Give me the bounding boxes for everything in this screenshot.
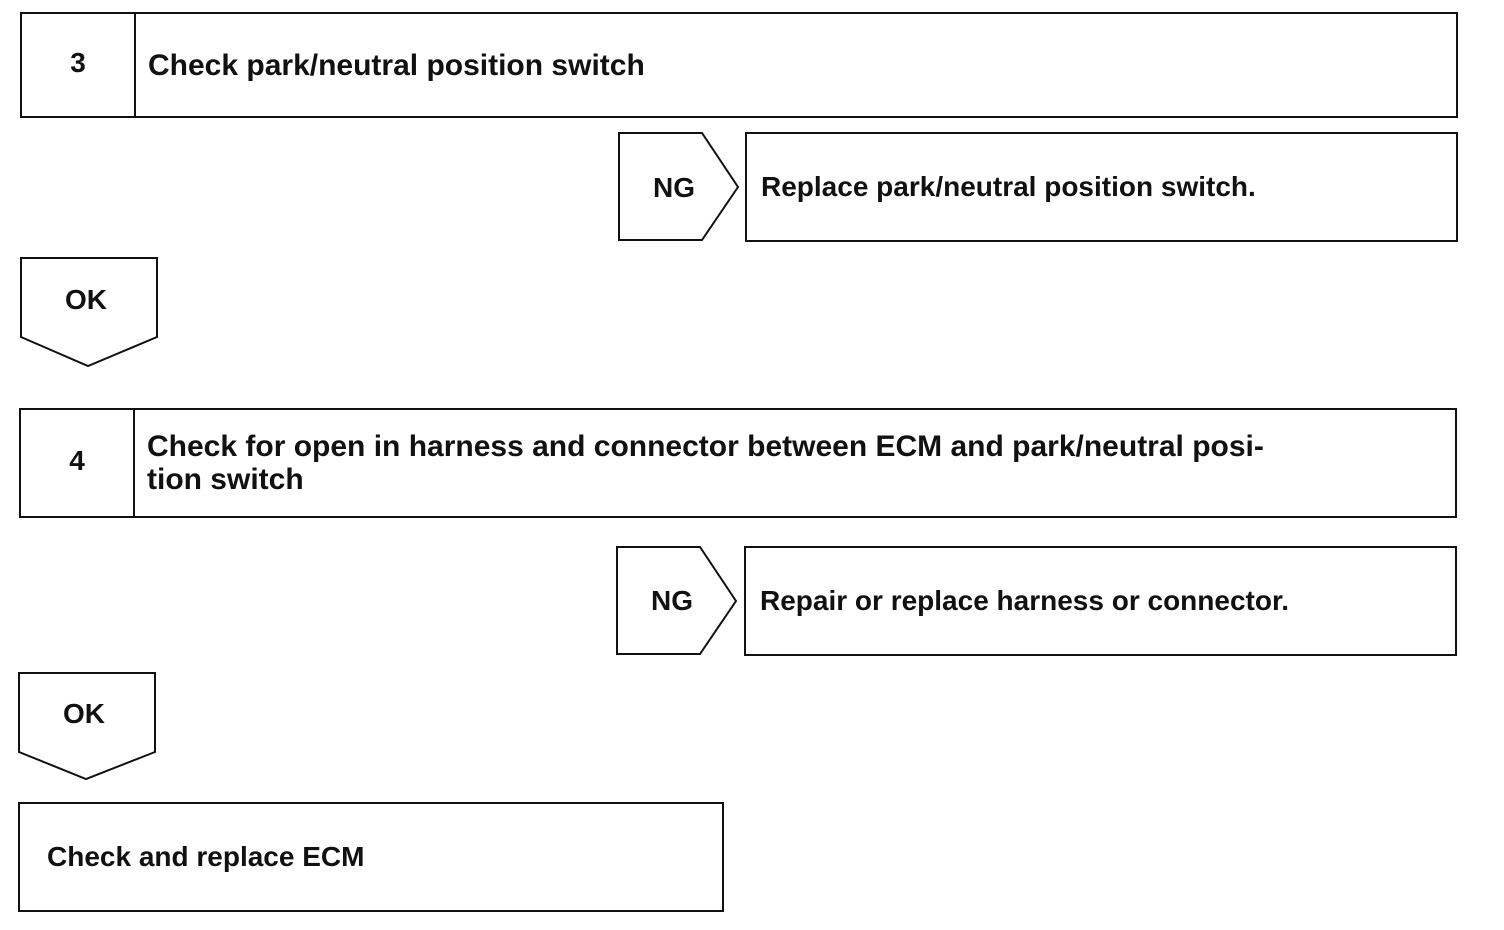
step-3-box: 3 Check park/neutral position switch — [20, 12, 1458, 118]
step-4-ng-action: Repair or replace harness or connector. — [760, 585, 1290, 616]
step-4-number: 4 — [21, 410, 135, 516]
step-4-ok-arrow: OK — [18, 672, 156, 781]
step-3-number: 3 — [22, 14, 136, 116]
step-4-ng-action-box: Repair or replace harness or connector. — [744, 546, 1457, 656]
step-3-ng-arrow: NG — [618, 132, 740, 241]
step-4-box: 4 Check for open in harness and connecto… — [19, 408, 1457, 518]
step-3-ng-label: NG — [653, 172, 695, 203]
step-4-title-line-1: Check for open in harness and connector … — [147, 430, 1264, 463]
final-action-box: Check and replace ECM — [18, 802, 724, 912]
step-3-ok-label: OK — [65, 284, 107, 315]
step-3-ok-arrow: OK — [20, 257, 158, 368]
step-4-ok-label: OK — [63, 698, 105, 729]
step-4-title-line-2: tion switch — [147, 463, 304, 496]
step-4-title: Check for open in harness and connector … — [135, 410, 1455, 516]
step-4-ng-label: NG — [651, 585, 693, 616]
step-3-ng-action-box: Replace park/neutral position switch. — [745, 132, 1458, 242]
final-action: Check and replace ECM — [47, 841, 365, 872]
step-3-ng-action: Replace park/neutral position switch. — [761, 171, 1256, 202]
step-3-title: Check park/neutral position switch — [148, 48, 645, 82]
step-4-ng-arrow: NG — [616, 546, 738, 655]
